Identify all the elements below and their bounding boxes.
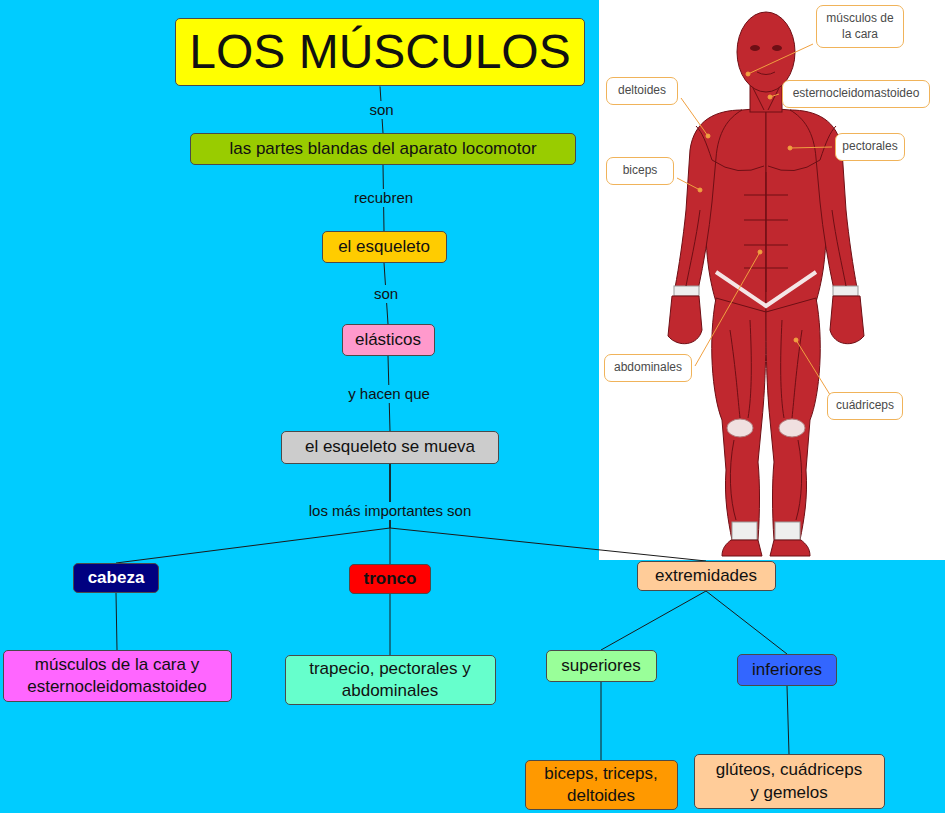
callout-box: cuádriceps <box>827 392 903 420</box>
callout-box: pectorales <box>835 133 905 161</box>
connector-line <box>116 593 117 650</box>
leader-dot <box>768 95 772 99</box>
concept-box: las partes blandas del aparato locomotor <box>190 133 576 165</box>
edge-label: y hacen que <box>345 385 433 403</box>
leader-line <box>681 98 708 136</box>
leader-line <box>796 340 832 398</box>
node-text: tronco <box>364 568 417 590</box>
leader-dot <box>698 188 702 192</box>
foot <box>722 540 762 556</box>
edge-label: son <box>366 101 396 119</box>
node-text: biceps <box>623 163 658 179</box>
title-box: LOS MÚSCULOS <box>175 18 585 86</box>
node-text: cabeza <box>88 567 145 589</box>
groin-tendon <box>716 272 816 306</box>
connector-line <box>601 682 602 760</box>
node-text: extremidades <box>655 565 757 587</box>
category-box: cabeza <box>73 563 159 593</box>
subcategory-box: superiores <box>546 650 657 682</box>
node-text: biceps, triceps, deltoides <box>531 763 672 807</box>
eye <box>750 45 760 51</box>
muscle-list-box: músculos de la cara y esternocleidomasto… <box>3 650 232 702</box>
wrist-tendon <box>674 286 699 296</box>
body-half-mirror <box>766 108 864 556</box>
connector-line <box>787 686 789 754</box>
connector-line <box>706 591 787 654</box>
leader-dot <box>706 134 710 138</box>
category-box: extremidades <box>637 561 776 591</box>
hand <box>668 296 702 344</box>
leader-dot <box>794 338 798 342</box>
edge-label: los más importantes son <box>306 502 475 520</box>
muscle-list-box: biceps, triceps, deltoides <box>525 760 678 810</box>
abdominal-lines <box>744 172 788 292</box>
leader-dot <box>758 250 762 254</box>
body-half <box>668 108 766 556</box>
leader-line <box>790 147 832 148</box>
quadriceps-line <box>748 320 751 418</box>
leader-line <box>748 44 813 74</box>
muscle-list-box: glúteos, cuádriceps y gemelos <box>694 754 885 809</box>
node-text: pectorales <box>842 139 897 155</box>
eye <box>772 45 782 51</box>
quadriceps-line <box>730 330 740 418</box>
node-text: superiores <box>561 655 640 677</box>
leg-muscle <box>712 298 766 540</box>
node-text: inferiores <box>752 659 822 681</box>
edge-label: recubren <box>351 189 416 207</box>
node-text: deltoides <box>618 83 666 99</box>
node-text: abdominales <box>614 360 682 376</box>
category-box: tronco <box>349 564 431 594</box>
node-text: trapecio, pectorales y abdominales <box>292 658 489 702</box>
callout-box: músculos de la cara <box>816 5 904 48</box>
concept-box: el esqueleto se mueva <box>281 431 499 464</box>
callout-box: biceps <box>606 157 674 185</box>
edge-label: son <box>371 285 401 303</box>
mouth <box>757 72 775 75</box>
leader-line <box>695 252 760 366</box>
callout-box: esternocleidomastoideo <box>782 80 930 108</box>
pectoral-line <box>712 160 764 171</box>
node-text: glúteos, cuádriceps y gemelos <box>713 759 866 803</box>
concept-box: el esqueleto <box>322 231 447 263</box>
calf-line <box>730 440 736 520</box>
leader-dot <box>788 146 792 150</box>
node-text: músculos de la cara y esternocleidomasto… <box>10 654 225 698</box>
muscle-list-box: trapecio, pectorales y abdominales <box>285 655 496 705</box>
forearm-line <box>686 210 700 286</box>
concept-box: elásticos <box>342 324 435 356</box>
node-text: elásticos <box>355 329 421 351</box>
callout-box: abdominales <box>604 354 692 382</box>
ankle-tendon <box>732 522 757 540</box>
node-text: las partes blandas del aparato locomotor <box>229 138 536 160</box>
leader-dot <box>746 72 750 76</box>
knee-tendon <box>727 419 753 437</box>
connector-line <box>390 594 391 655</box>
leader-line <box>677 178 700 190</box>
node-text: el esqueleto <box>338 236 430 258</box>
picture-panel <box>599 0 945 560</box>
callout-box: deltoides <box>606 77 678 105</box>
subcategory-box: inferiores <box>737 654 837 686</box>
connector-line <box>601 591 706 650</box>
node-text: LOS MÚSCULOS <box>189 21 570 83</box>
node-text: esternocleidomastoideo <box>793 86 920 102</box>
arm-muscle <box>675 110 742 290</box>
node-text: cuádriceps <box>836 398 894 414</box>
node-text: músculos de la cara <box>825 11 895 42</box>
node-text: el esqueleto se mueva <box>305 436 475 458</box>
